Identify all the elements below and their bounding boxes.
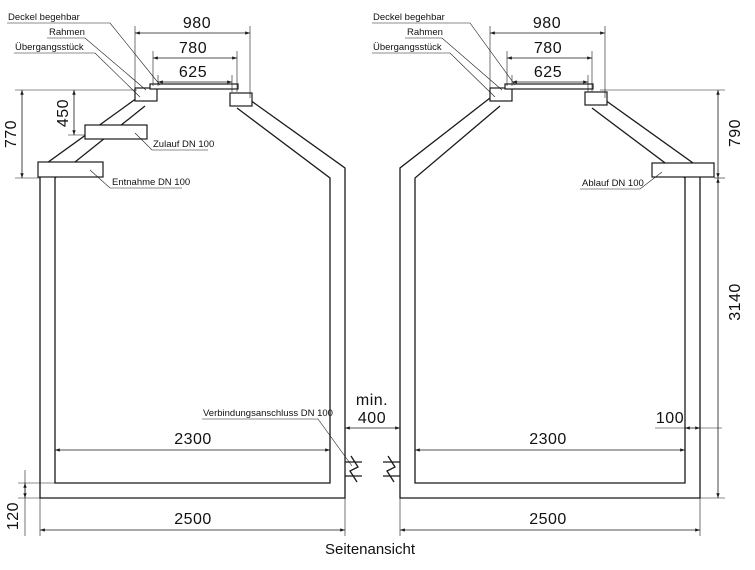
left-dim-120-value: 120: [5, 502, 22, 530]
drawing-caption: Seitenansicht: [325, 541, 416, 558]
right-label-transition: Übergangsstück: [373, 42, 442, 53]
left-tank: [37, 83, 362, 499]
right-tank-outlet-pipe: [651, 162, 715, 178]
right-dim-3140-value: 3140: [727, 283, 744, 321]
left-label-cover: Deckel begehbar: [8, 12, 80, 23]
left-tank-transition-right: [229, 92, 253, 107]
spacing-prefix: min.: [356, 392, 388, 409]
right-label-outlet: Ablauf DN 100: [582, 178, 644, 189]
right-tank-inner-outline: [414, 105, 686, 484]
right-top-dimensions: 980 780 625: [489, 15, 606, 98]
right-dim-100-value: 100: [656, 410, 684, 427]
right-tank-transition-left: [489, 87, 513, 102]
right-tank-outer-outline: [399, 97, 701, 499]
right-vertical-dimensions: 790 3140: [600, 89, 744, 499]
left-label-inlet: Zulauf DN 100: [153, 139, 214, 150]
left-dim-450-value: 450: [55, 99, 72, 127]
left-label-connection: Verbindungsanschluss DN 100: [203, 408, 333, 419]
right-dim-790-value: 790: [727, 119, 744, 147]
right-dim-980-value: 980: [533, 15, 561, 32]
right-dim-780-value: 780: [534, 40, 562, 57]
right-tank: [383, 83, 715, 499]
left-label-transition: Übergangsstück: [15, 42, 84, 53]
left-bottom-dimensions: 2300 2500: [39, 431, 346, 536]
right-tank-cover: [504, 83, 594, 90]
left-vertical-dimensions: 770 450 120: [3, 89, 137, 536]
right-dim-625-value: 625: [534, 64, 562, 81]
left-dim-780-value: 780: [179, 40, 207, 57]
right-tank-transition-right: [584, 91, 608, 106]
left-dim-770-value: 770: [3, 120, 20, 148]
right-label-frame: Rahmen: [407, 27, 443, 38]
spacing-value: 400: [358, 410, 386, 427]
left-tank-cover: [149, 83, 239, 90]
right-dim-2500-value: 2500: [529, 511, 567, 528]
left-dim-980-value: 980: [183, 15, 211, 32]
left-dim-625-value: 625: [179, 64, 207, 81]
left-tank-outer-outline: [39, 97, 346, 499]
left-top-dimensions: 980 780 625: [134, 15, 251, 98]
left-label-outlet: Entnahme DN 100: [112, 177, 190, 188]
right-bottom-dimensions: 2300 2500: [399, 431, 701, 536]
right-dim-2300-value: 2300: [529, 431, 567, 448]
left-labels: Deckel begehbar Rahmen Übergangsstück Zu…: [7, 12, 353, 467]
left-dim-2500-value: 2500: [174, 511, 212, 528]
left-tank-outlet-pipe: [37, 161, 104, 178]
left-tank-connection-stub: [345, 455, 362, 483]
right-label-cover: Deckel begehbar: [373, 12, 445, 23]
right-wall-dimension: 100: [655, 410, 722, 430]
right-labels: Deckel begehbar Rahmen Übergangsstück Ab…: [372, 12, 663, 190]
left-tank-inlet-pipe: [84, 124, 148, 140]
left-dim-2300-value: 2300: [174, 431, 212, 448]
left-label-frame: Rahmen: [49, 27, 85, 38]
right-tank-connection-stub: [383, 455, 400, 483]
spacing-dimension: min. 400: [345, 392, 400, 430]
